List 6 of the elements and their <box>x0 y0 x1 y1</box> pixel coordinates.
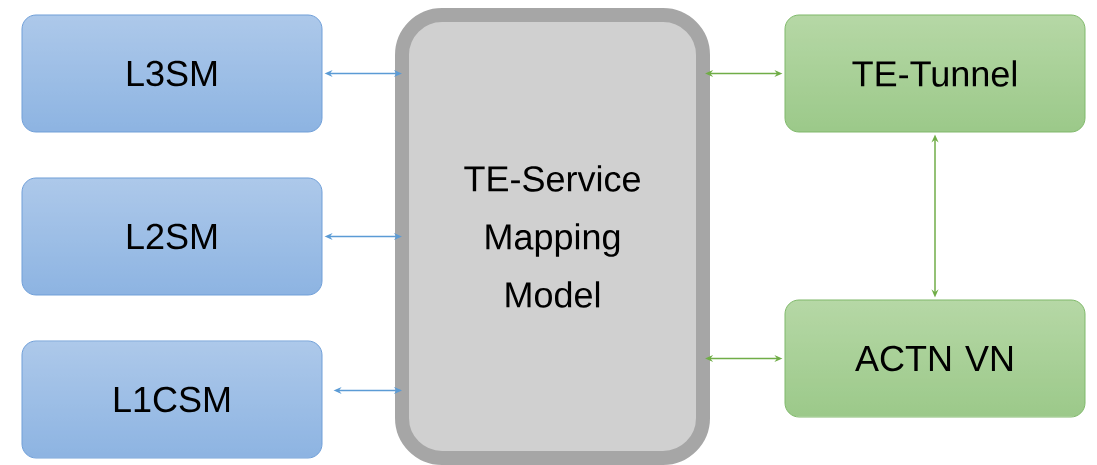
mapping-model-box: TE-Service Mapping Model <box>395 8 710 465</box>
process-box: TE-Tunnel <box>784 14 1086 133</box>
process-box: L2SM <box>21 177 323 296</box>
process-box: L1CSM <box>21 340 323 459</box>
process-box: ACTN VN <box>784 299 1086 418</box>
process-box: L3SM <box>21 14 323 133</box>
